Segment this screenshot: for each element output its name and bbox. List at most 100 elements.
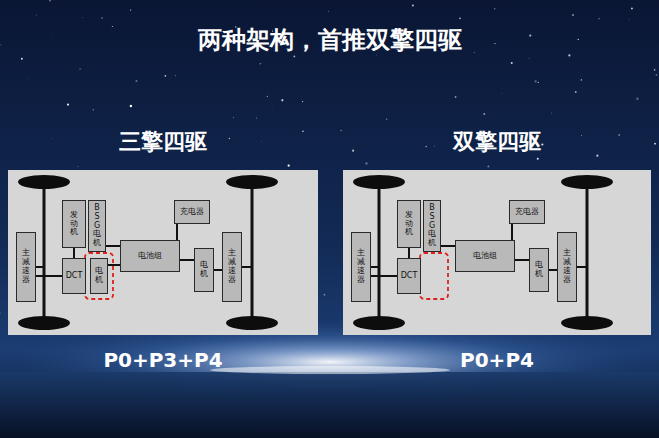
star-dot	[232, 116, 234, 118]
star-dot	[174, 75, 176, 77]
star-dot	[425, 146, 427, 148]
star-dot	[352, 150, 354, 152]
chassis-drawing	[18, 175, 278, 330]
component-label: 电机	[535, 261, 543, 279]
wheel-shape	[226, 316, 278, 330]
star-dot	[459, 17, 461, 19]
highlight-dashed-box	[85, 253, 113, 299]
star-dot	[572, 14, 574, 16]
label-text: P0+P4	[460, 348, 534, 372]
link-line	[371, 275, 397, 277]
star-dot	[494, 8, 495, 9]
star-dot	[35, 14, 37, 16]
star-dot	[260, 63, 262, 65]
star-dot	[164, 75, 166, 77]
component-box: 电机	[529, 248, 549, 292]
star-dot	[288, 164, 290, 166]
link-line	[515, 259, 529, 261]
star-dot	[21, 58, 23, 60]
star-dot	[483, 113, 485, 115]
star-dot	[50, 137, 52, 139]
link-line	[36, 275, 62, 277]
star-dot	[578, 39, 579, 40]
panel-heading: 双擎四驱	[343, 128, 651, 156]
component-label: 发动机	[70, 211, 78, 237]
star-dot	[581, 79, 582, 80]
star-dot	[112, 26, 113, 27]
shaft-line	[371, 266, 379, 268]
star-dot	[618, 134, 620, 136]
star-dot	[267, 96, 268, 97]
wheel-shape	[561, 175, 613, 189]
axle-line	[43, 182, 46, 323]
star-dot	[511, 62, 513, 64]
star-dot	[302, 130, 304, 132]
component-label: 充电器	[515, 207, 539, 217]
component-label: DCT	[66, 271, 83, 281]
label-text: P0+P3+P4	[103, 348, 222, 372]
star-dot	[52, 36, 54, 38]
architecture-panel: 三擎四驱发动机BSG电机充电器主减速器DCT电机电池组电机主减速器	[8, 170, 318, 335]
axle-line	[251, 182, 254, 323]
star-dot	[302, 101, 303, 102]
component-box: 主减速器	[16, 232, 36, 302]
component-label: 发动机	[405, 211, 413, 237]
star-dot	[365, 162, 367, 164]
star-dot	[272, 106, 274, 108]
link-line	[408, 248, 410, 258]
star-dot	[628, 18, 630, 20]
component-box: DCT	[62, 258, 86, 294]
component-label: 电池组	[138, 251, 162, 261]
component-box: 电机	[194, 248, 214, 292]
wheel-shape	[18, 316, 70, 330]
component-label: BSG电机	[428, 204, 436, 248]
star-dot	[293, 56, 295, 58]
wheel-shape	[353, 316, 405, 330]
component-box: DCT	[397, 258, 421, 294]
star-dot	[79, 68, 80, 69]
star-dot	[538, 82, 539, 83]
star-dot	[101, 17, 102, 18]
star-dot	[82, 17, 84, 19]
page-title: 两种架构，首推双擎四驱	[0, 24, 659, 56]
star-dot	[130, 105, 132, 107]
star-dot	[455, 96, 457, 98]
panel-heading: 三擎四驱	[8, 128, 318, 156]
star-dot	[528, 57, 530, 59]
chassis-drawing	[353, 175, 613, 330]
star-dot	[529, 34, 531, 36]
star-dot	[77, 166, 79, 168]
star-dot	[67, 104, 69, 106]
star-dot	[654, 69, 656, 71]
component-box: 主减速器	[557, 232, 577, 302]
link-line	[108, 264, 120, 266]
star-dot	[596, 155, 598, 157]
star-dot	[487, 165, 489, 167]
component-box: 充电器	[174, 200, 210, 224]
architecture-code: P0+P4	[347, 348, 647, 372]
axle-line	[378, 182, 381, 323]
star-dot	[568, 54, 570, 56]
shaft-line	[577, 266, 587, 268]
component-label: BSG电机	[93, 204, 101, 248]
link-line	[180, 259, 194, 261]
star-dot	[27, 78, 29, 80]
star-dot	[0, 312, 1, 313]
star-dot	[598, 18, 599, 19]
component-box: BSG电机	[423, 200, 441, 252]
star-dot	[324, 294, 326, 296]
star-dot	[434, 145, 436, 147]
star-dot	[581, 135, 582, 136]
star-dot	[256, 117, 257, 118]
star-dot	[551, 112, 553, 114]
star-dot	[636, 98, 638, 100]
component-box: 电池组	[120, 240, 180, 272]
star-dot	[130, 9, 131, 10]
star-dot	[473, 52, 475, 54]
link-line	[511, 224, 513, 240]
star-dot	[654, 143, 656, 145]
component-label: 电池组	[473, 251, 497, 261]
component-label: 充电器	[180, 207, 204, 217]
architecture-panel: 双擎四驱发动机BSG电机充电器主减速器DCT电池组电机主减速器	[343, 170, 651, 335]
wheel-shape	[18, 175, 70, 189]
